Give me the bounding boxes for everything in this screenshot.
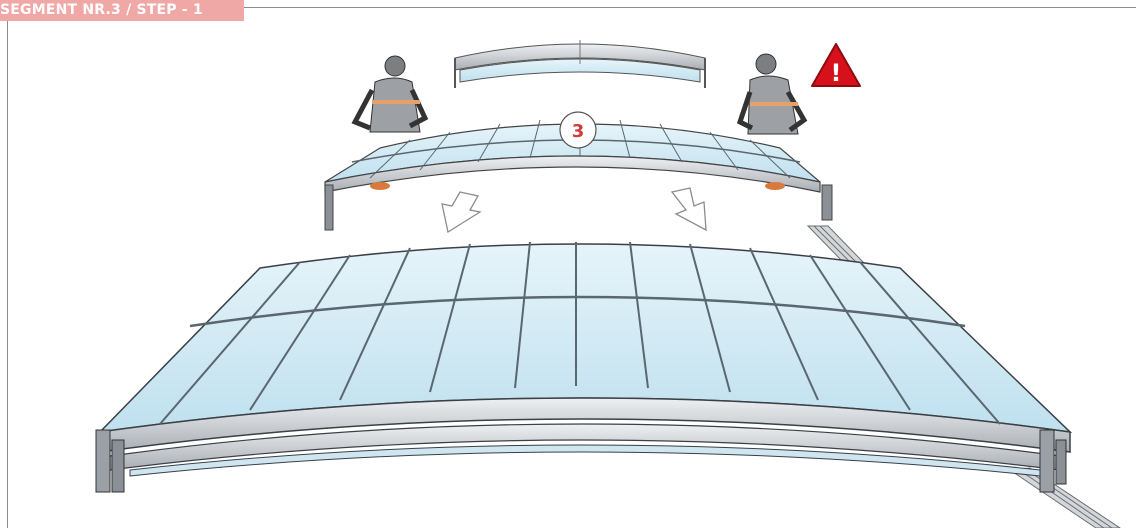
distant-segment [455,40,705,88]
down-arrow-left-icon [442,192,480,232]
assembled-roof-segment [96,242,1070,492]
worker-left [355,56,425,132]
warning-triangle-icon: ! [812,44,860,87]
warning-symbol: ! [831,59,842,87]
down-arrow-right-icon [672,188,706,230]
step-marker: 3 [560,112,596,148]
worker-right [740,54,804,134]
step-number: 3 [572,121,585,142]
